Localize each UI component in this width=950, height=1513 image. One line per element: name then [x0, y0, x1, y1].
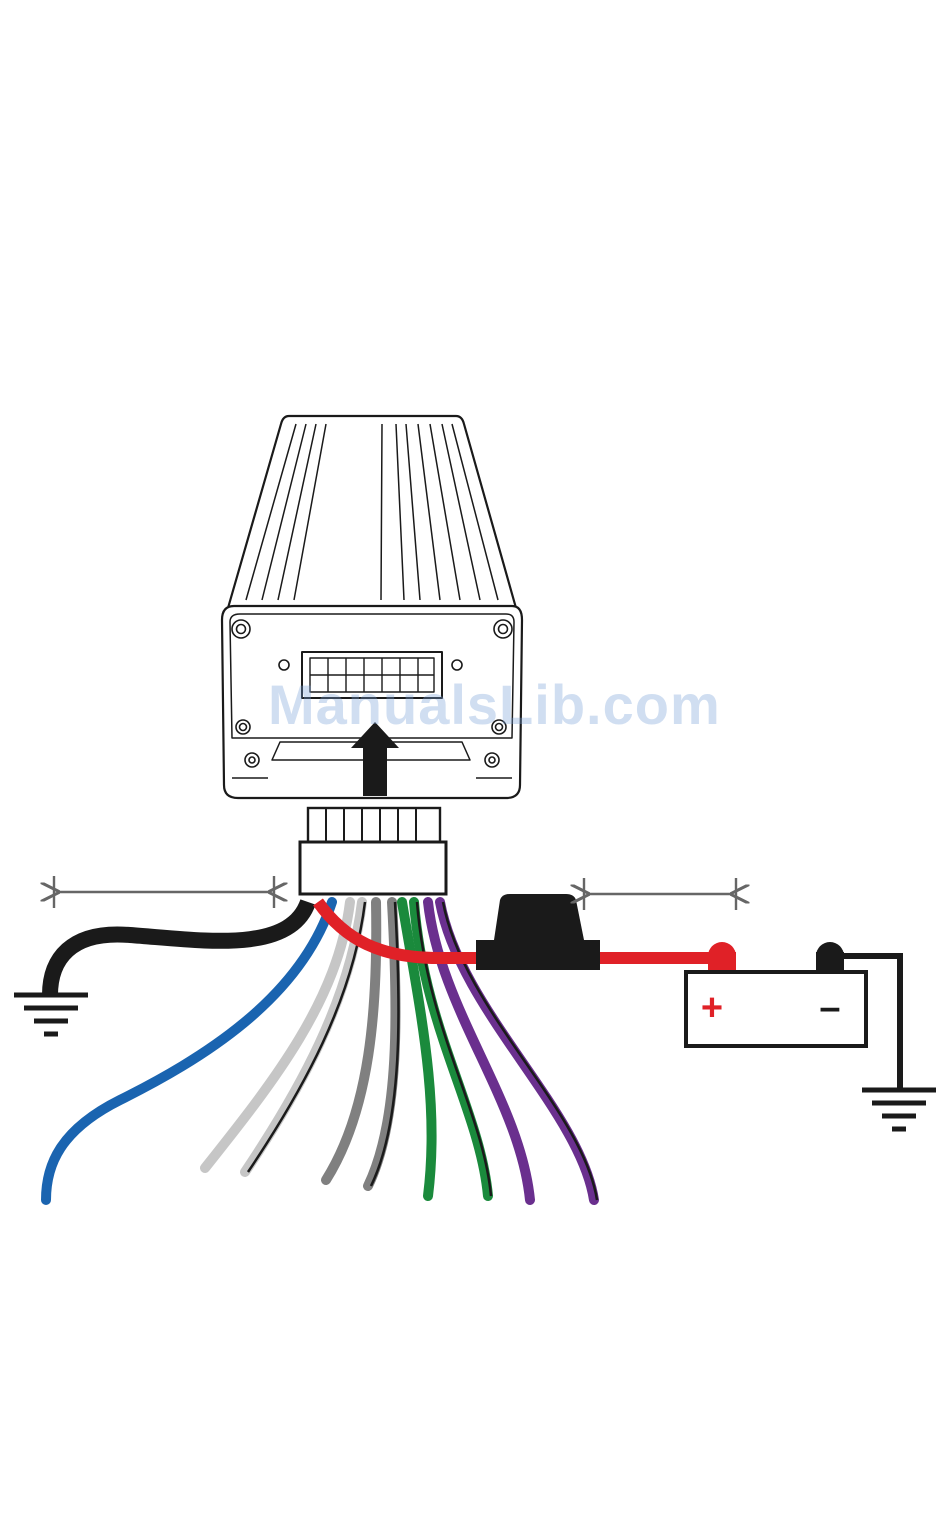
dimension-arrow-power: [584, 878, 736, 910]
ground-symbol-icon: [14, 995, 88, 1034]
dimension-arrow-ground: [54, 876, 274, 908]
fuse-holder: [476, 894, 600, 970]
ground-wire: [50, 902, 308, 995]
battery-minus-label: –: [819, 987, 840, 1029]
connector-plug: [300, 808, 446, 894]
battery-plus-label: +: [701, 987, 723, 1029]
ground-symbol-icon: [862, 1090, 936, 1129]
